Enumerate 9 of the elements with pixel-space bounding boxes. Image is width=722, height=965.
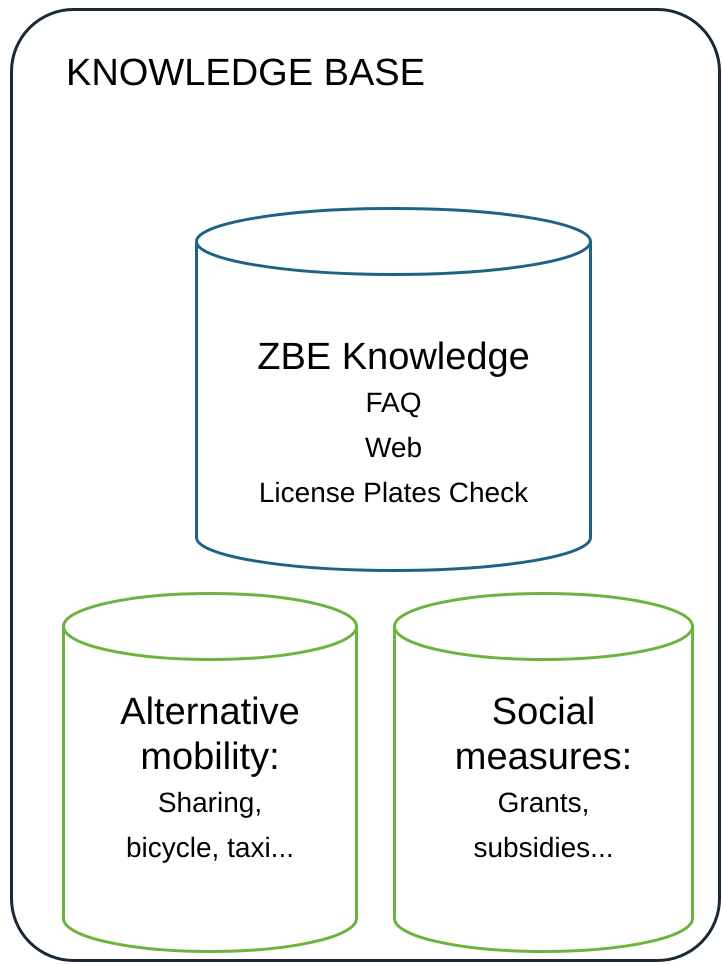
cylinder-text: Web xyxy=(364,430,422,464)
frame-title: KNOWLEDGE BASE xyxy=(66,52,425,95)
cylinder-heading: Alternative mobility: xyxy=(119,690,301,780)
cylinder-heading: ZBE Knowledge xyxy=(257,334,530,380)
cylinder-text: FAQ xyxy=(365,386,422,420)
cylinder-text: Grants, subsidies... xyxy=(472,786,615,864)
cylinder-text: License Plates Check xyxy=(258,476,528,510)
cylinder-heading: Social measures: xyxy=(454,690,634,780)
cylinder-text: Sharing, bicycle, taxi... xyxy=(124,786,296,865)
